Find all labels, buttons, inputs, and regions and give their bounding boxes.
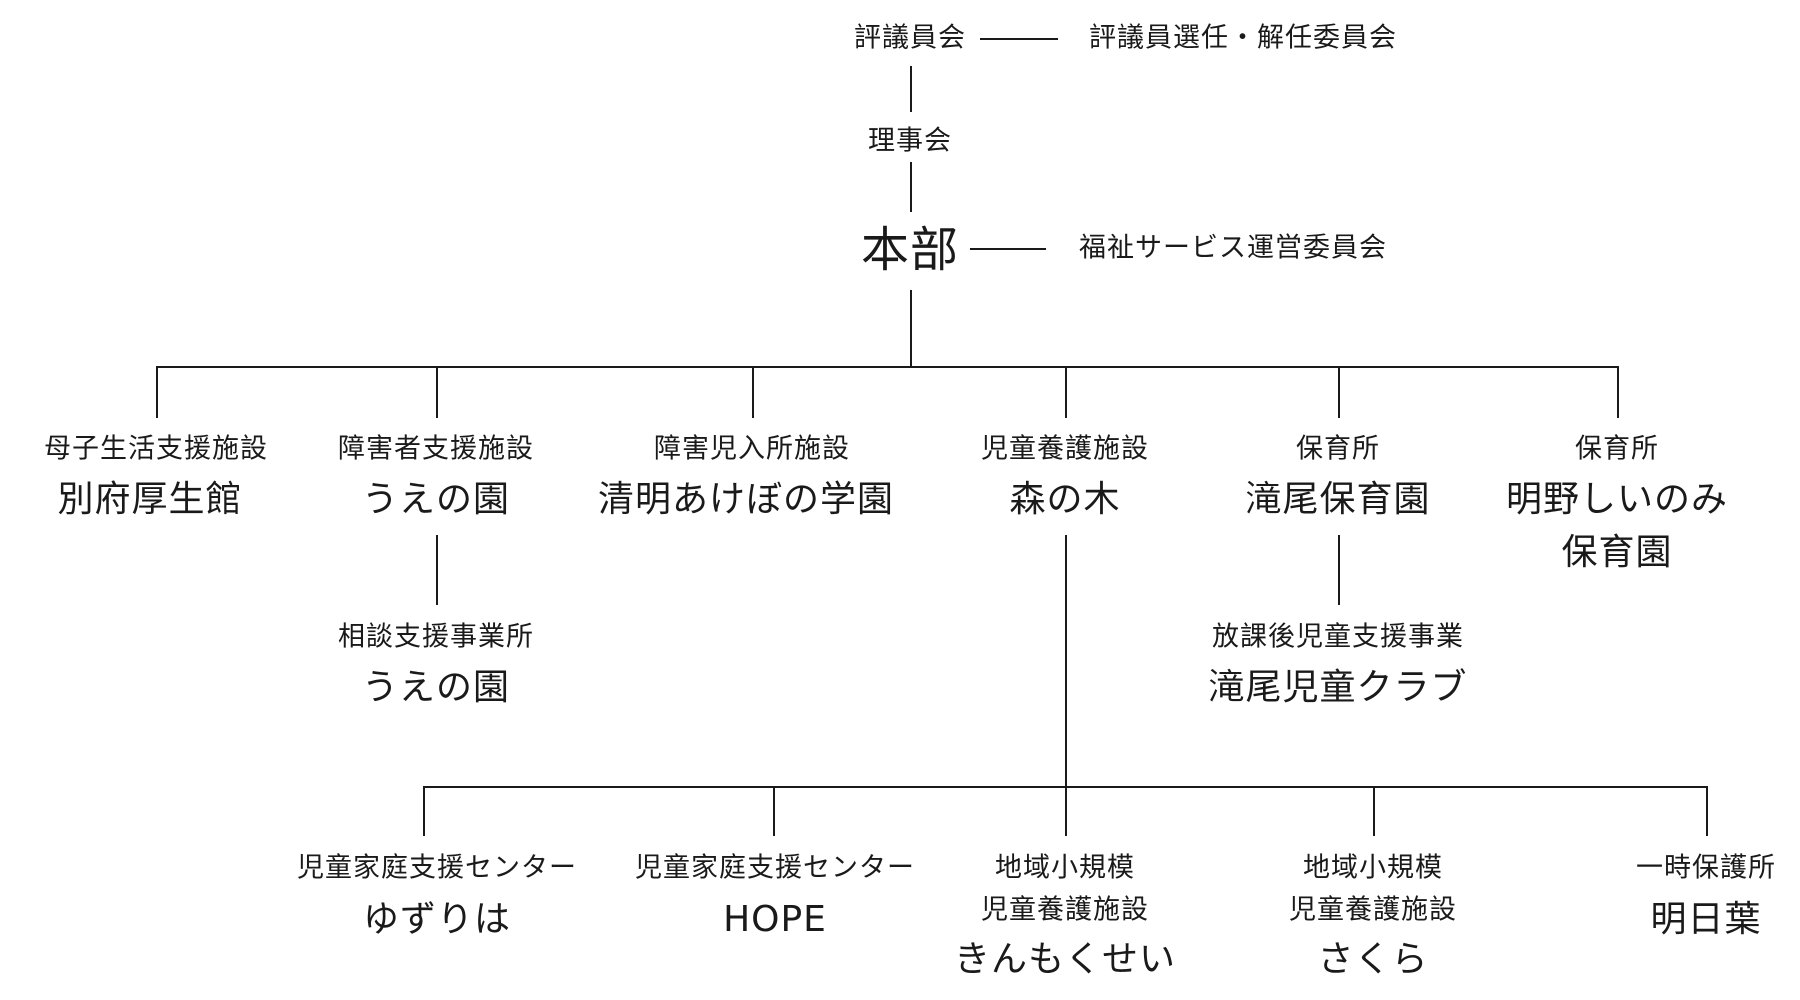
connector-facilities-bus (156, 366, 1619, 368)
afterschool-type: 放課後児童支援事業 (1212, 621, 1464, 653)
facility-name: 森の木 (1009, 479, 1121, 520)
connector-drop-facility-5 (1338, 366, 1340, 418)
facility-name-line2: 保育園 (1561, 532, 1673, 573)
connector-drop-facility-4 (1065, 366, 1067, 418)
node-board: 理事会 (868, 125, 952, 157)
unit-type: 地域小規模 (995, 852, 1135, 884)
unit-type: 児童家庭支援センター (297, 852, 577, 884)
facility-name: 別府厚生館 (57, 479, 243, 520)
facility-name: 明野しいのみ (1505, 479, 1729, 520)
unit-type-line2: 児童養護施設 (981, 894, 1149, 926)
facility-name: うえの園 (361, 479, 511, 520)
connector-drop-unit-1 (423, 786, 425, 836)
connector-drop-unit-3 (1065, 786, 1067, 836)
unit-name: さくら (1317, 939, 1429, 980)
node-welfare-committee: 福祉サービス運営委員会 (1079, 232, 1387, 264)
connector-drop-facility-3 (752, 366, 754, 418)
connector-drop-facility-6 (1617, 366, 1619, 418)
unit-name: HOPE (723, 899, 827, 940)
facility-type: 母子生活支援施設 (44, 433, 268, 465)
connector-headquarters-trunk (910, 290, 912, 368)
facility-type: 障害児入所施設 (654, 433, 850, 465)
connector-drop-facility-1 (156, 366, 158, 418)
facility-type: 児童養護施設 (981, 433, 1149, 465)
node-councillors: 評議員会 (854, 22, 966, 54)
unit-type: 地域小規模 (1303, 852, 1443, 884)
unit-type: 児童家庭支援センター (635, 852, 915, 884)
facility-type: 障害者支援施設 (338, 433, 534, 465)
facility-name: 滝尾保育園 (1245, 479, 1431, 520)
afterschool-name: 滝尾児童クラブ (1208, 667, 1468, 708)
unit-name: 明日葉 (1650, 899, 1762, 940)
connector-morinoki-trunk (1065, 535, 1067, 787)
facility-type: 保育所 (1296, 433, 1380, 465)
unit-type-line2: 児童養護施設 (1289, 894, 1457, 926)
unit-name: ゆずりは (362, 899, 512, 940)
connector-drop-unit-4 (1373, 786, 1375, 836)
node-councillor-committee: 評議員選任・解任委員会 (1089, 22, 1397, 54)
consultation-type: 相談支援事業所 (338, 621, 534, 653)
connector-ueno-consultation (436, 535, 438, 605)
unit-name: きんもくせい (953, 939, 1177, 980)
consultation-name: うえの園 (361, 667, 511, 708)
connector-drop-facility-2 (436, 366, 438, 418)
facility-type: 保育所 (1575, 433, 1659, 465)
node-headquarters: 本部 (860, 222, 960, 278)
connector-drop-unit-2 (773, 786, 775, 836)
connector-board-headquarters (910, 162, 912, 212)
connector-headquarters-committee (970, 248, 1046, 250)
connector-takio-afterschool (1338, 535, 1340, 605)
facility-name: 清明あけぼの学園 (597, 479, 895, 520)
unit-type: 一時保護所 (1636, 852, 1776, 884)
connector-drop-unit-5 (1706, 786, 1708, 836)
connector-councillors-board (910, 66, 912, 112)
connector-councillors-committee (980, 38, 1058, 40)
